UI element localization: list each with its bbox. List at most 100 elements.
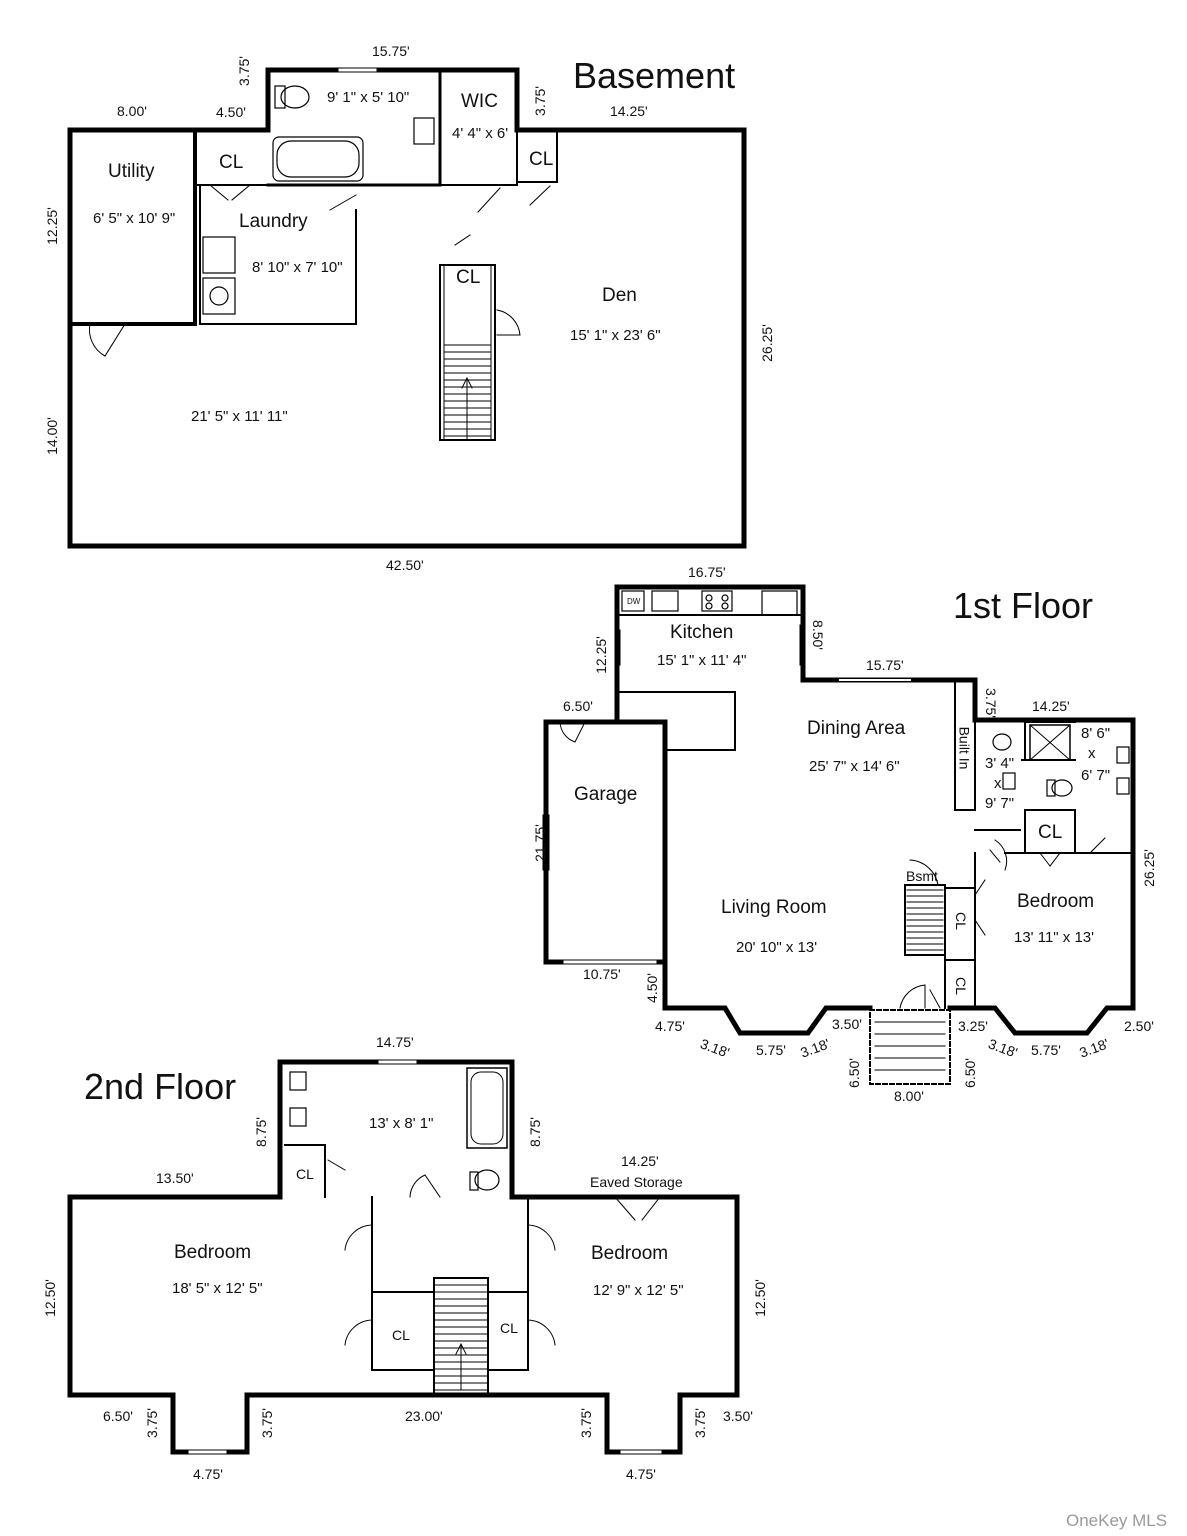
second-dim-4-75-right: 4.75' [626, 1466, 656, 1482]
first-dim-10-75: 10.75' [583, 966, 621, 982]
basement-dim-14-00: 14.00' [43, 417, 60, 455]
first-dim-6-50-porch-left: 6.50' [845, 1058, 862, 1088]
first-dw-label: DW [627, 597, 641, 606]
first-bath2-dim-x: x [1088, 745, 1096, 762]
basement-cl-3: CL [456, 267, 481, 288]
basement-dim-3-75-left: 3.75' [235, 56, 252, 86]
basement-dim-3-75-right: 3.75' [531, 86, 548, 116]
second-floor-fixtures [289, 1071, 500, 1191]
basement-dim-4-50: 4.50' [216, 104, 246, 120]
basement-dim-15-75: 15.75' [372, 43, 410, 59]
first-dim-6-50-garage: 6.50' [563, 698, 593, 714]
first-dim-12-25: 12.25' [592, 636, 609, 674]
basement-fixtures [202, 85, 435, 315]
first-dim-4-50: 4.50' [643, 973, 660, 1003]
basement-wic-size: 4' 4" x 6' [452, 125, 509, 142]
first-dining-label: Dining Area [807, 718, 906, 739]
first-dim-5-75-a: 5.75' [756, 1042, 786, 1058]
second-dim-3-50: 3.50' [723, 1408, 753, 1424]
first-kitchen-size: 15' 1" x 11' 4" [657, 652, 747, 669]
second-cl-2: CL [392, 1327, 410, 1343]
basement-wic-label: WIC [461, 91, 498, 112]
first-floor-fixtures [621, 590, 1130, 797]
first-bath2-dim-a: 8' 6" [1081, 725, 1111, 742]
basement-title: Basement [573, 55, 736, 96]
second-floor-title: 2nd Floor [84, 1066, 237, 1107]
second-bedroom-left-size: 18' 5" x 12' 5" [172, 1280, 263, 1297]
first-dim-14-25: 14.25' [1032, 698, 1070, 714]
basement-laundry-label: Laundry [239, 211, 308, 232]
first-living-size: 20' 10" x 13' [736, 939, 818, 956]
first-bath-dim-x: x [994, 775, 1002, 792]
second-dim-23-00: 23.00' [405, 1408, 443, 1424]
first-cl-3: CL [952, 977, 969, 995]
basement-utility-label: Utility [108, 161, 155, 182]
second-dim-14-25: 14.25' [621, 1153, 659, 1169]
first-cl-2: CL [952, 912, 969, 930]
basement-dim-8-00: 8.00' [117, 103, 147, 119]
first-floor-title: 1st Floor [953, 585, 1094, 626]
basement-dim-12-25: 12.25' [43, 207, 60, 245]
second-cl-1: CL [296, 1166, 314, 1182]
watermark: OneKey MLS [1066, 1511, 1168, 1530]
first-dim-6-50-porch-right: 6.50' [961, 1058, 978, 1088]
first-dim-3-50: 3.50' [832, 1016, 862, 1032]
first-dim-4-75: 4.75' [655, 1018, 685, 1034]
second-eaved-storage: Eaved Storage [590, 1174, 683, 1190]
first-bsmt-label: Bsmt [906, 868, 938, 884]
second-dim-6-50: 6.50' [103, 1408, 133, 1424]
second-dim-8-75-right: 8.75' [526, 1117, 543, 1147]
first-dim-26-25: 26.25' [1140, 849, 1157, 887]
second-floor-doors [67, 1059, 740, 1455]
first-built-in-label: Built In [956, 726, 973, 770]
second-dim-3-75-b: 3.75' [258, 1408, 275, 1438]
first-bath-dim-a: 3' 4" [985, 755, 1015, 772]
first-kitchen-label: Kitchen [670, 622, 734, 643]
second-cl-3: CL [500, 1320, 518, 1336]
second-dim-12-50-left: 12.50' [41, 1279, 58, 1317]
second-dim-3-75-c: 3.75' [577, 1408, 594, 1438]
second-floor-walls [67, 1059, 740, 1455]
second-bath-size: 13' x 8' 1" [369, 1115, 434, 1132]
first-floor-doors [542, 624, 1136, 1009]
first-cl-1: CL [1038, 822, 1063, 843]
basement-dim-42-50: 42.50' [386, 557, 424, 573]
basement-den-label: Den [602, 285, 637, 306]
second-dim-4-75-left: 4.75' [193, 1466, 223, 1482]
first-dim-3-75: 3.75' [982, 688, 999, 718]
basement-doors [88, 67, 747, 357]
first-dim-5-75-b: 5.75' [1031, 1042, 1061, 1058]
basement-walls [67, 67, 747, 549]
basement-main-size: 21' 5" x 11' 11" [191, 408, 288, 425]
first-dim-8-00: 8.00' [894, 1088, 924, 1104]
first-bedroom-label: Bedroom [1017, 891, 1095, 912]
first-dim-16-75: 16.75' [688, 564, 726, 580]
basement-laundry-size: 8' 10" x 7' 10" [252, 259, 343, 276]
second-bedroom-right-label: Bedroom [591, 1243, 669, 1264]
basement-dim-14-25: 14.25' [610, 103, 648, 119]
basement-stair-treads [443, 344, 492, 441]
second-dim-13-50: 13.50' [156, 1170, 194, 1186]
first-dining-size: 25' 7" x 14' 6" [809, 758, 900, 775]
basement-utility-size: 6' 5" x 10' 9" [93, 210, 176, 227]
second-dim-3-75-a: 3.75' [143, 1408, 160, 1438]
first-living-label: Living Room [721, 897, 827, 918]
second-dim-3-75-d: 3.75' [691, 1408, 708, 1438]
first-bath2-dim-b: 6' 7" [1081, 767, 1111, 784]
first-garage-label: Garage [574, 784, 638, 805]
first-floor-stair-treads [874, 889, 946, 1071]
second-dim-14-75: 14.75' [376, 1034, 414, 1050]
second-bedroom-right-size: 12' 9" x 12' 5" [593, 1282, 684, 1299]
basement-dim-26-25: 26.25' [758, 324, 775, 362]
first-dim-3-25: 3.25' [958, 1018, 988, 1034]
first-dim-8-50: 8.50' [809, 620, 826, 650]
second-dim-8-75-left: 8.75' [252, 1117, 269, 1147]
basement-den-size: 15' 1" x 23' 6" [570, 327, 661, 344]
first-bedroom-size: 13' 11" x 13' [1014, 929, 1094, 946]
second-dim-12-50-right: 12.50' [751, 1279, 768, 1317]
first-dim-2-50: 2.50' [1124, 1018, 1154, 1034]
basement-cl-2: CL [529, 149, 554, 170]
first-bath-dim-b: 9' 7" [985, 795, 1015, 812]
second-bedroom-left-label: Bedroom [174, 1242, 252, 1263]
